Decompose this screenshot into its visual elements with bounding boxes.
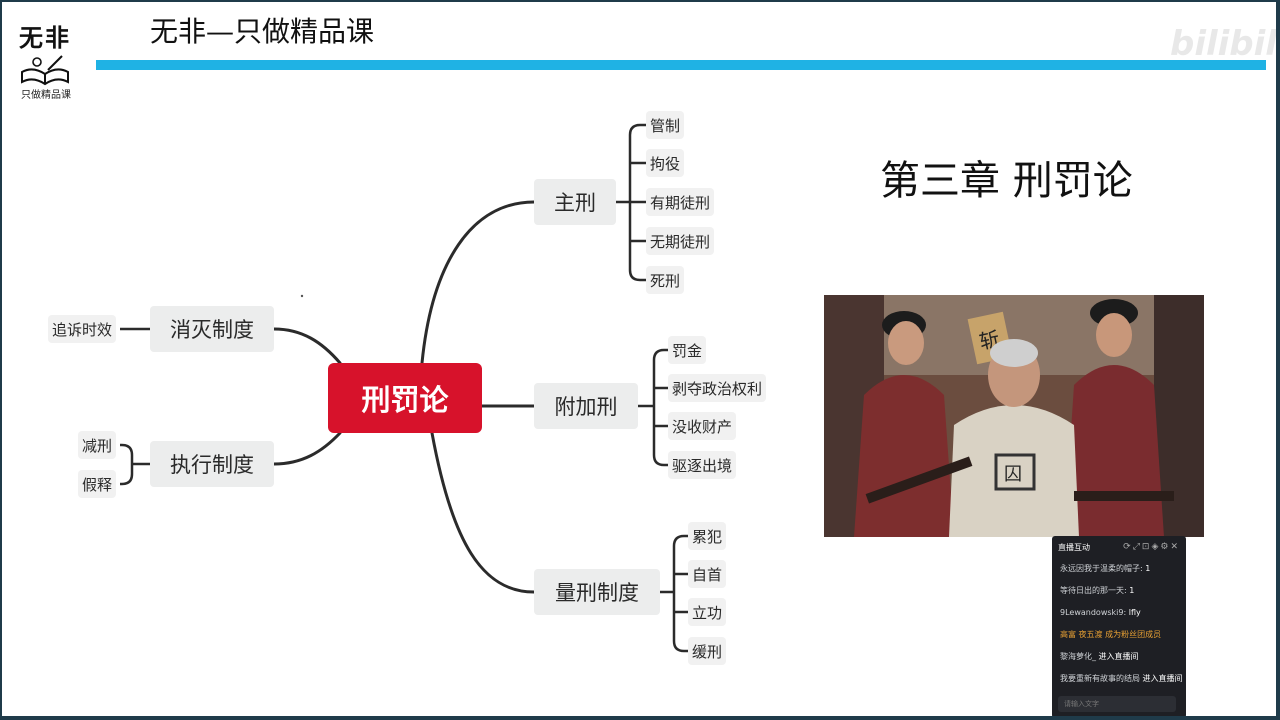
live-panel-toolbar: ⟳⤢⊡◈⚙✕ bbox=[1123, 542, 1180, 552]
branch-execution-system[interactable]: 执行制度 bbox=[150, 441, 274, 487]
leaf-parole[interactable]: 假释 bbox=[78, 470, 117, 498]
prisoner-badge-text: 囚 bbox=[1004, 464, 1022, 485]
chat-message: 我要重新有故事的结局 进入直播间 bbox=[1060, 674, 1183, 683]
refresh-icon[interactable]: ⟳ bbox=[1123, 542, 1133, 552]
leaf-confiscation-property[interactable]: 没收财产 bbox=[668, 412, 737, 440]
chat-message: 等待日出的那一天: 1 bbox=[1060, 586, 1135, 595]
chapter-title: 第三章 刑罚论 bbox=[880, 158, 1133, 204]
chat-message: 黎海萝化_ 进入直播间 bbox=[1060, 652, 1139, 661]
live-panel-title: 直播互动 bbox=[1058, 542, 1090, 552]
open-book-icon bbox=[21, 55, 69, 86]
branch-additional-penalty[interactable]: 附加刑 bbox=[534, 383, 638, 429]
live-interaction-panel: 直播互动 ⟳⤢⊡◈⚙✕ 永远因我于温柔的帽子: 1 等待日出的那一天: 1 9L… bbox=[1052, 536, 1186, 716]
leaf-surrender[interactable]: 自首 bbox=[688, 560, 727, 588]
shield-icon[interactable]: ◈ bbox=[1151, 542, 1161, 552]
expand-icon[interactable]: ⤢ bbox=[1132, 542, 1142, 552]
leaf-deprivation-political-rights[interactable]: 剥夺政治权利 bbox=[668, 374, 767, 402]
leaf-death-penalty[interactable]: 死刑 bbox=[646, 266, 685, 294]
header-title: 无非—只做精品课 bbox=[150, 15, 375, 48]
close-icon[interactable]: ✕ bbox=[1170, 542, 1180, 552]
leaf-commutation[interactable]: 减刑 bbox=[78, 431, 117, 459]
leaf-fixed-term-imprisonment[interactable]: 有期徒刑 bbox=[646, 188, 715, 216]
branch-sentencing-system[interactable]: 量刑制度 bbox=[534, 569, 660, 615]
leaf-fine[interactable]: 罚金 bbox=[668, 336, 707, 364]
leaf-limitation-prosecution[interactable]: 追诉时效 bbox=[48, 315, 117, 343]
gear-icon[interactable]: ⚙ bbox=[1160, 542, 1171, 552]
chat-message: 永远因我于温柔的帽子: 1 bbox=[1060, 564, 1151, 573]
leaf-deportation[interactable]: 驱逐出境 bbox=[668, 451, 737, 479]
header-accent-bar bbox=[96, 60, 1266, 70]
connector-execution bbox=[272, 431, 342, 466]
chat-message: 9Lewandowski9: lfly bbox=[1060, 608, 1141, 617]
leaf-detention[interactable]: 拘役 bbox=[646, 149, 685, 177]
chat-message-highlight: 高富 夜五渡 成为粉丝团成员 bbox=[1060, 630, 1162, 639]
mindmap-center-node[interactable]: 刑罚论 bbox=[328, 363, 482, 433]
leaf-meritorious-service[interactable]: 立功 bbox=[688, 598, 727, 626]
watermark-logo: bilibili bbox=[1170, 24, 1276, 64]
connector-sentencing bbox=[430, 431, 536, 594]
branch-extinction-system[interactable]: 消灭制度 bbox=[150, 306, 274, 352]
leaf-control[interactable]: 管制 bbox=[646, 111, 685, 139]
branch-main-penalty[interactable]: 主刑 bbox=[534, 179, 616, 225]
leaf-probation[interactable]: 缓刑 bbox=[688, 637, 727, 665]
leaf-life-imprisonment[interactable]: 无期徒刑 bbox=[646, 227, 715, 255]
leaf-recidivism[interactable]: 累犯 bbox=[688, 522, 727, 550]
logo-subtitle: 只做精品课 bbox=[21, 90, 71, 101]
connector-extinction bbox=[272, 327, 342, 365]
connector-main bbox=[420, 200, 536, 365]
lock-icon[interactable]: ⊡ bbox=[1141, 542, 1152, 552]
live-panel-header: 直播互动 ⟳⤢⊡◈⚙✕ bbox=[1052, 536, 1186, 558]
logo-title: 无非 bbox=[19, 23, 71, 52]
historical-execution-photo: 斩 囚 bbox=[824, 295, 1204, 537]
chat-input[interactable]: 请输入文字 bbox=[1058, 696, 1176, 712]
